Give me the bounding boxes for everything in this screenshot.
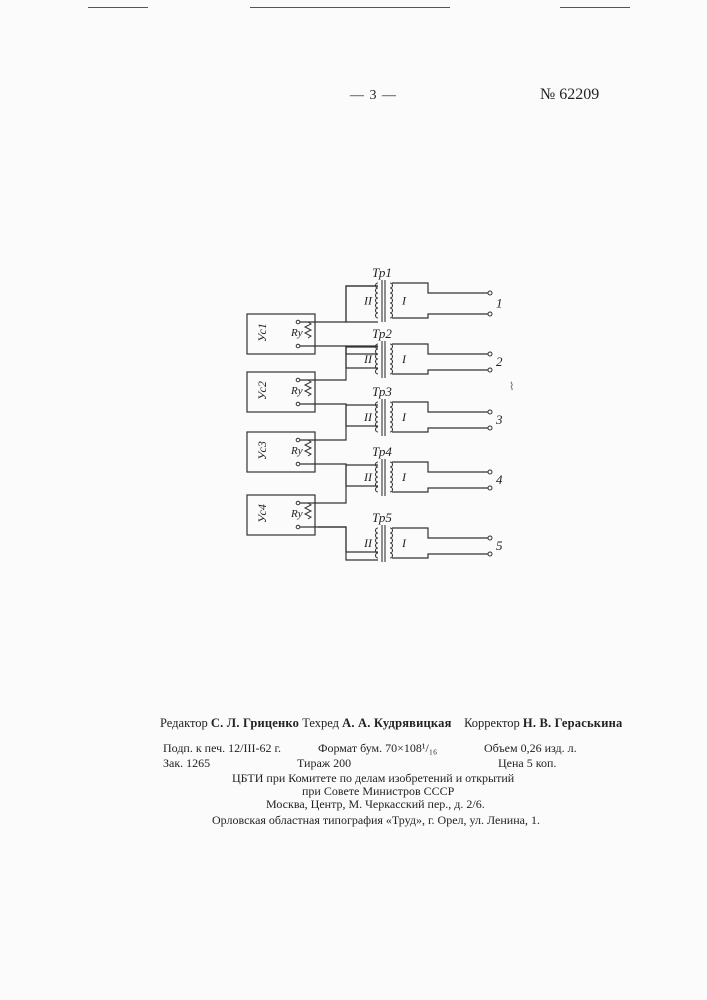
- editor-name: С. Л. Гриценко: [211, 716, 299, 730]
- output-terminal: [488, 552, 492, 556]
- resistor-symbol: [305, 322, 311, 338]
- primary-lead: [392, 462, 488, 472]
- winding-label-primary: I: [401, 410, 407, 424]
- signed-date: Подп. к печ. 12/III-62 г.: [163, 741, 281, 756]
- transformer-label: Тр5: [372, 510, 392, 525]
- primary-winding: [390, 283, 393, 318]
- unit-terminal: [296, 525, 300, 529]
- unit-terminal: [296, 438, 300, 442]
- transformer-label: Тр3: [372, 384, 392, 399]
- transformer-label: Тр2: [372, 326, 392, 341]
- resistor-label: Rу: [290, 508, 303, 520]
- print-run: Тираж 200: [297, 756, 351, 771]
- corrector-label: Корректор: [464, 716, 520, 730]
- tech-label: Техред: [302, 716, 339, 730]
- output-terminal: [488, 312, 492, 316]
- output-label: 3: [495, 412, 503, 427]
- winding-label-primary: I: [401, 294, 407, 308]
- output-label: 4: [496, 472, 503, 487]
- output-terminal: [488, 352, 492, 356]
- unit-label: Ус2: [255, 381, 269, 400]
- volume: Объем 0,26 изд. л.: [484, 741, 577, 756]
- winding-label-primary: I: [401, 536, 407, 550]
- primary-lead: [392, 528, 488, 538]
- editor-label: Редактор: [160, 716, 208, 730]
- output-label: 5: [496, 538, 503, 553]
- secondary-winding: [376, 462, 379, 492]
- winding-label-primary: I: [401, 352, 407, 366]
- resistor-label: Rу: [290, 445, 303, 457]
- output-label: 2: [496, 354, 503, 369]
- secondary-wire: [346, 286, 378, 322]
- unit-terminal: [296, 378, 300, 382]
- order-number: Зак. 1265: [163, 756, 210, 771]
- tech-name: А. А. Кудрявицкая: [342, 716, 451, 730]
- primary-winding: [390, 462, 393, 492]
- staff-line: Редактор С. Л. Гриценко Техред А. А. Куд…: [160, 716, 622, 731]
- primary-winding: [390, 402, 393, 432]
- output-label: 1: [496, 296, 503, 311]
- winding-label-secondary: II: [363, 410, 373, 424]
- secondary-winding: [376, 402, 379, 432]
- price: Цена 5 коп.: [498, 756, 556, 771]
- winding-label-primary: I: [401, 470, 407, 484]
- primary-lead: [392, 488, 488, 492]
- resistor-label: Rу: [290, 385, 303, 397]
- output-terminal: [488, 368, 492, 372]
- transformer-label: Тр4: [372, 444, 392, 459]
- primary-winding: [390, 528, 393, 558]
- primary-lead: [392, 344, 488, 354]
- secondary-winding: [376, 283, 379, 318]
- resistor-symbol: [305, 380, 311, 396]
- resistor-label: Rу: [290, 327, 303, 339]
- winding-label-secondary: II: [363, 470, 373, 484]
- primary-lead: [392, 428, 488, 432]
- resistor-symbol: [305, 440, 311, 456]
- corrector-name: Н. В. Гераськина: [523, 716, 623, 730]
- primary-winding: [390, 344, 393, 374]
- winding-label-secondary: II: [363, 536, 373, 550]
- resistor-symbol: [305, 503, 311, 519]
- printer-line: Орловская областная типография «Труд», г…: [212, 813, 540, 828]
- unit-terminal: [296, 501, 300, 505]
- org-line-3: Москва, Центр, М. Черкасский пер., д. 2/…: [266, 797, 485, 812]
- unit-label: Ус1: [255, 323, 269, 342]
- primary-lead: [392, 370, 488, 374]
- primary-lead: [392, 554, 488, 558]
- output-terminal: [488, 470, 492, 474]
- winding-label-secondary: II: [363, 294, 373, 308]
- paper-format: Формат бум. 70×108¹/₁₆: [318, 741, 437, 756]
- unit-terminal: [296, 402, 300, 406]
- primary-lead: [392, 283, 488, 293]
- output-terminal: [488, 291, 492, 295]
- output-terminal: [488, 536, 492, 540]
- output-terminal: [488, 410, 492, 414]
- unit-label: Ус3: [255, 441, 269, 460]
- secondary-winding: [376, 528, 379, 558]
- primary-lead: [392, 402, 488, 412]
- output-terminal: [488, 426, 492, 430]
- unit-terminal: [296, 462, 300, 466]
- secondary-winding: [376, 344, 379, 374]
- unit-label: Ус4: [255, 504, 269, 523]
- unit-terminal: [296, 320, 300, 324]
- primary-lead: [392, 314, 488, 318]
- transformer-label: Тр1: [372, 265, 392, 280]
- unit-terminal: [296, 344, 300, 348]
- output-terminal: [488, 486, 492, 490]
